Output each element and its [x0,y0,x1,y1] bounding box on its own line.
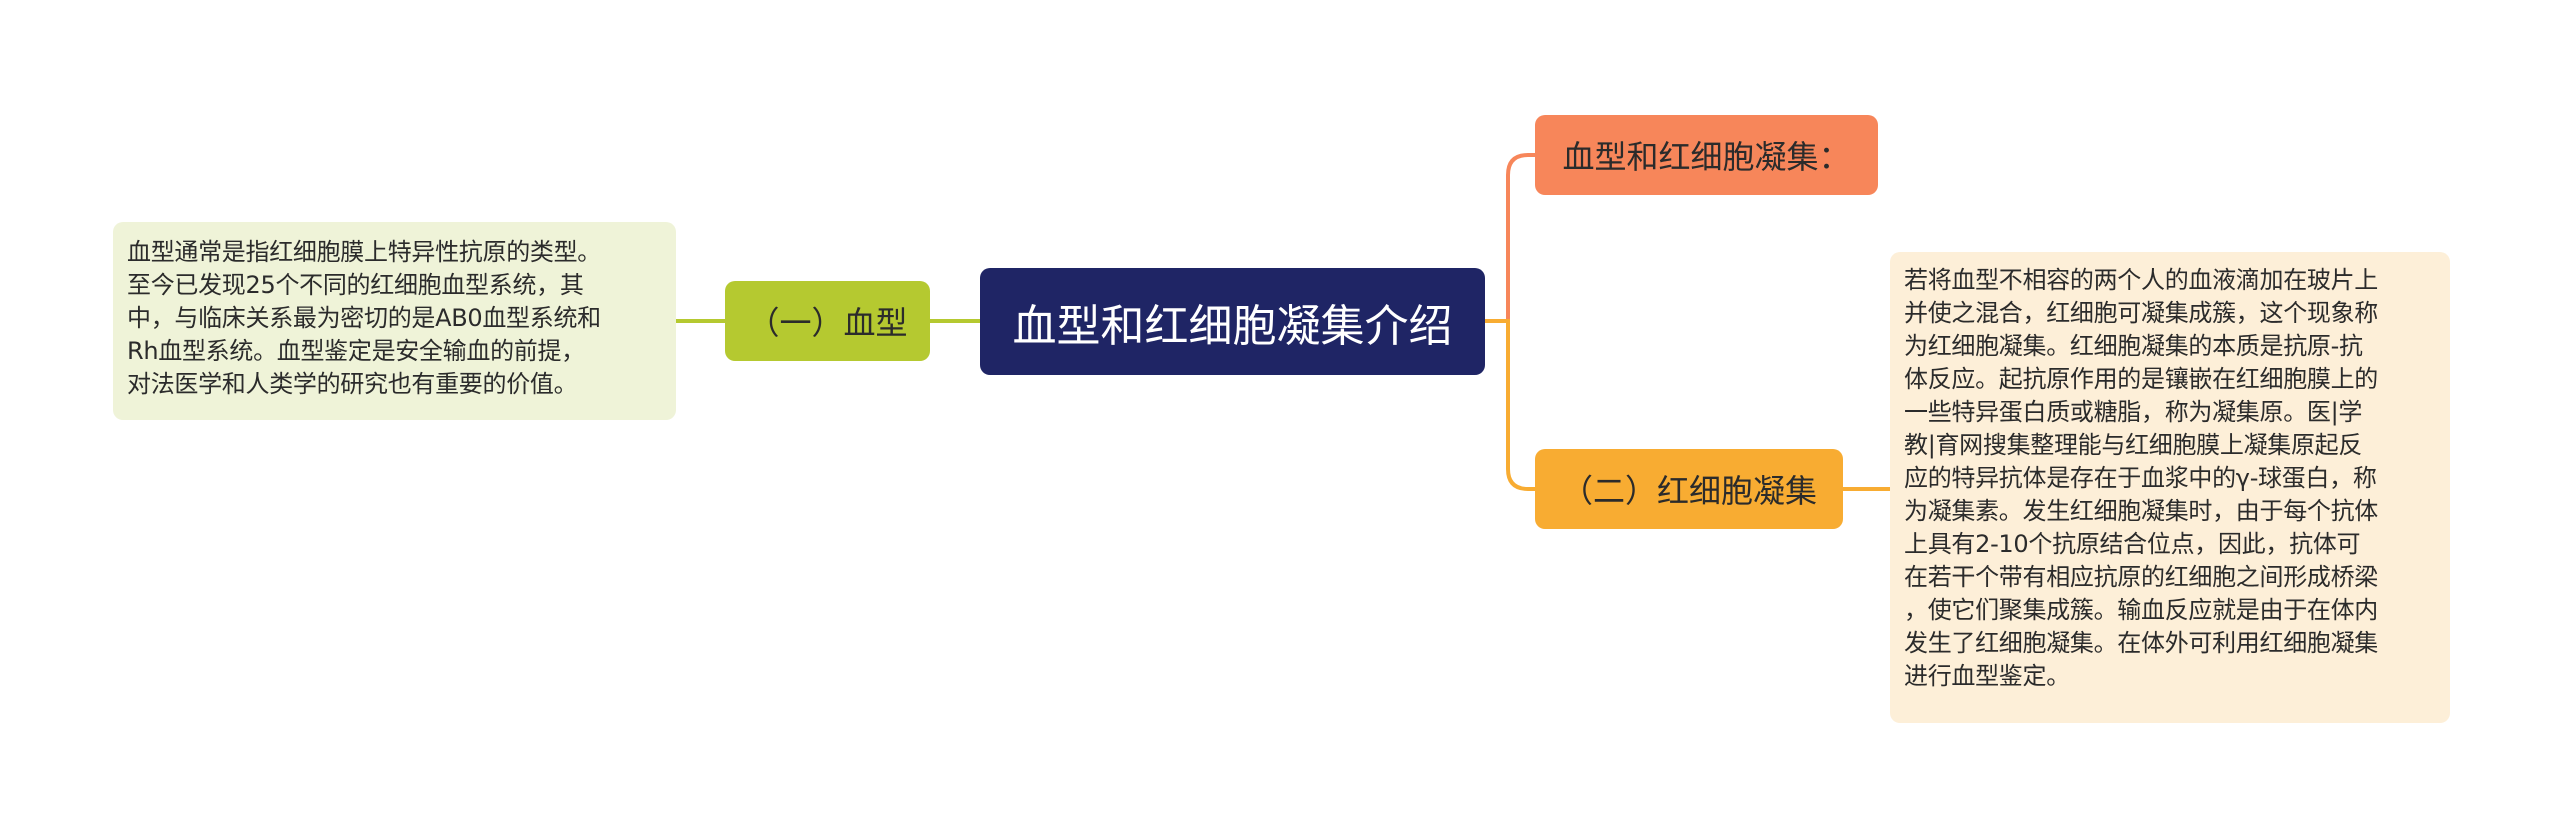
note-line: 并使之混合，红细胞可凝集成簇，这个现象称 [1904,299,2378,327]
note-line: 为红细胞凝集。红细胞凝集的本质是抗原-抗 [1904,332,2363,360]
note-line: 对法医学和人类学的研究也有重要的价值。 [127,370,578,398]
note-blood-type[interactable]: 血型通常是指红细胞膜上特异性抗原的类型。 至今已发现25个不同的红细胞血型系统，… [113,222,676,420]
note-line: 为凝集素。发生红细胞凝集时，由于每个抗体 [1904,497,2378,525]
note-line: 发生了红细胞凝集。在体外可利用红细胞凝集 [1904,629,2378,657]
note-agglutination[interactable]: 若将血型不相容的两个人的血液滴加在玻片上 并使之混合，红细胞可凝集成簇，这个现象… [1890,252,2450,723]
note-line: 体反应。起抗原作用的是镶嵌在红细胞膜上的 [1904,365,2378,393]
branch-agglutination[interactable]: （二）红细胞凝集 [1535,449,1843,529]
note-line: 教|育网搜集整理能与红细胞膜上凝集原起反 [1904,431,2363,459]
connector-center-to-agglutination [1485,319,1535,491]
note-line: ，使它们聚集成簇。输血反应就是由于在体内 [1904,596,2378,624]
note-line: 进行血型鉴定。 [1904,662,2070,690]
central-topic[interactable]: 血型和红细胞凝集介绍 [980,268,1485,375]
note-line: 在若干个带有相应抗原的红细胞之间形成桥梁 [1904,563,2378,591]
note-line: 血型通常是指红细胞膜上特异性抗原的类型。 [127,238,601,266]
branch-agglutination-intro[interactable]: 血型和红细胞凝集： [1535,115,1878,195]
branch-blood-type-label: （一）血型 [747,304,908,342]
note-line: 应的特异抗体是存在于血浆中的γ-球蛋白，称 [1904,464,2377,492]
note-line: 上具有2-10个抗原结合位点，因此，抗体可 [1904,530,2361,558]
connector-center-to-agglutination-intro [1485,153,1535,323]
note-line: Rh血型系统。血型鉴定是安全输血的前提， [127,337,585,365]
note-line: 一些特异蛋白质或糖脂，称为凝集原。医|学 [1904,398,2363,426]
branch-blood-type[interactable]: （一）血型 [725,281,930,361]
branch-agglutination-intro-label: 血型和红细胞凝集： [1562,138,1851,176]
note-line: 至今已发现25个不同的红细胞血型系统，其 [127,271,584,299]
central-topic-label: 血型和红细胞凝集介绍 [1012,300,1453,352]
branch-agglutination-label: （二）红细胞凝集 [1560,472,1817,510]
note-line: 中，与临床关系最为密切的是AB0血型系统和 [127,304,601,332]
note-line: 若将血型不相容的两个人的血液滴加在玻片上 [1904,266,2378,294]
